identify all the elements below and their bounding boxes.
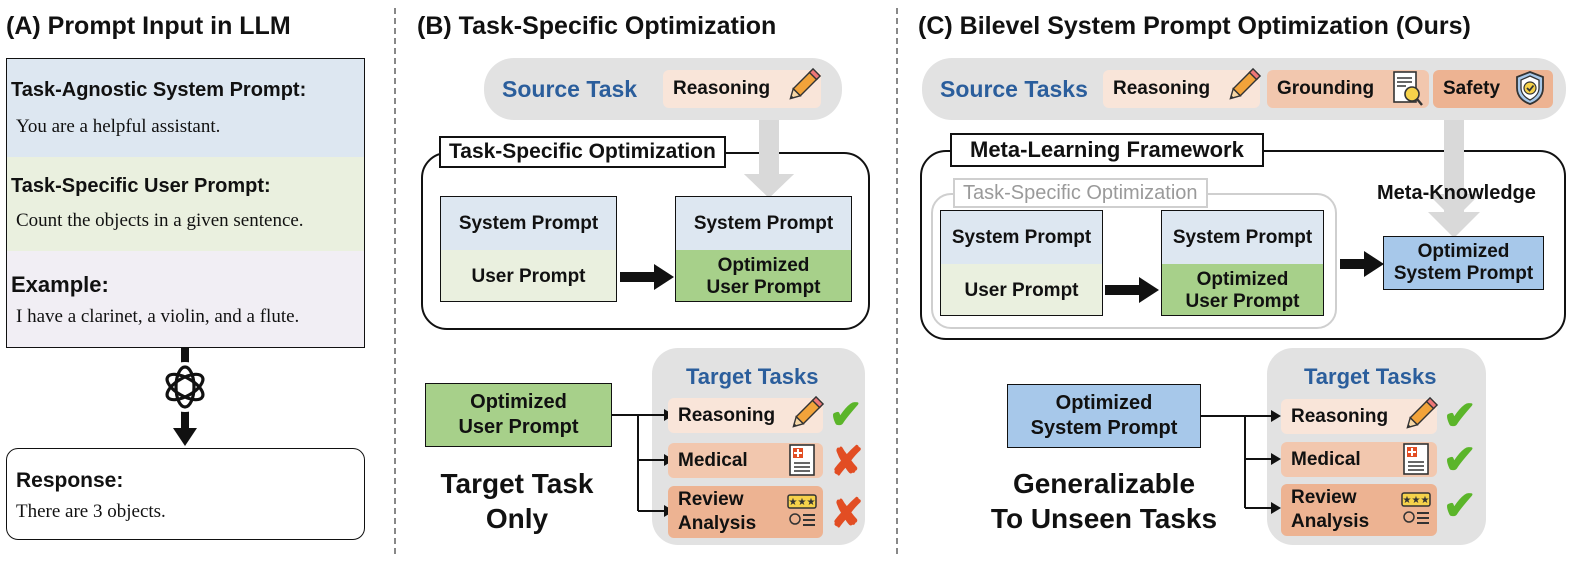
b-prompt-pair-right: System Prompt Optimized User Prompt xyxy=(675,196,852,302)
c-target-medical-label: Medical xyxy=(1291,448,1361,470)
example-section: Example: I have a clarinet, a violin, an… xyxy=(7,251,364,347)
user-prompt-text: Count the objects in a given sentence. xyxy=(16,210,304,231)
check-icon: ✔ xyxy=(1443,394,1477,438)
c-source-tag-safety-label: Safety xyxy=(1443,78,1501,99)
c-prompt-pair-right: System Prompt Optimized User Prompt xyxy=(1161,210,1324,316)
frame-arrow-overlay xyxy=(744,150,794,198)
c-optimized-user-prompt: Optimized User Prompt xyxy=(1162,264,1323,315)
b-target-reasoning-label: Reasoning xyxy=(678,404,776,426)
panel-a-title: (A) Prompt Input in LLM xyxy=(6,12,291,40)
system-prompt-text: You are a helpful assistant. xyxy=(16,116,221,137)
pencil-icon xyxy=(786,67,822,109)
user-prompt-section: Task-Specific User Prompt: Count the obj… xyxy=(7,157,364,251)
c-meta-arrow xyxy=(1340,251,1384,277)
medical-report-icon xyxy=(788,443,818,482)
c-branch-arrows xyxy=(1201,410,1281,514)
b-user-prompt: User Prompt xyxy=(441,250,616,301)
example-text: I have a clarinet, a violin, and a flute… xyxy=(16,306,300,327)
example-label: Example: xyxy=(11,272,109,297)
b-output-optimized-user-prompt: Optimized User Prompt xyxy=(425,383,612,447)
c-optimize-arrow xyxy=(1105,277,1159,303)
prompt-input-box: Task-Agnostic System Prompt: You are a h… xyxy=(6,58,365,348)
response-label: Response: xyxy=(16,469,124,492)
system-prompt-section: Task-Agnostic System Prompt: You are a h… xyxy=(7,59,364,157)
c-target-reasoning: Reasoning xyxy=(1281,399,1437,434)
c-target-review-label: Review Analysis xyxy=(1291,487,1370,532)
separator-ab xyxy=(394,8,396,554)
medical-report-icon xyxy=(1402,442,1432,481)
b-optimized-user-prompt: Optimized User Prompt xyxy=(676,250,851,301)
c-target-reasoning-label: Reasoning xyxy=(1291,405,1389,427)
b-optimize-arrow xyxy=(620,264,674,290)
panel-c-title: (C) Bilevel System Prompt Optimization (… xyxy=(918,12,1471,40)
inner-task-specific-label: Task-Specific Optimization xyxy=(953,178,1208,208)
separator-bc xyxy=(896,8,898,554)
c-source-tag-grounding-label: Grounding xyxy=(1277,78,1375,99)
pencil-icon xyxy=(1403,396,1439,438)
c-target-tasks-title: Target Tasks xyxy=(1304,364,1437,389)
c-optimized-system-prompt: Optimized System Prompt xyxy=(1383,236,1544,290)
frame-arrow-overlay-c xyxy=(1428,148,1480,220)
b-target-tasks-title: Target Tasks xyxy=(686,364,819,389)
b-target-review-label: Review Analysis xyxy=(678,489,757,534)
task-specific-optimization-label: Task-Specific Optimization xyxy=(439,136,726,168)
review-icon: ★★★ xyxy=(1400,491,1432,532)
c-bottom-caption: Generalizable To Unseen Tasks xyxy=(990,468,1218,534)
panel-b-title: (B) Task-Specific Optimization xyxy=(417,12,777,40)
svg-text:★★★: ★★★ xyxy=(1403,495,1430,506)
system-prompt-label: Task-Agnostic System Prompt: xyxy=(11,79,307,101)
c-source-tag-reasoning-label: Reasoning xyxy=(1113,78,1211,99)
b-branch-arrows xyxy=(612,409,674,517)
source-tag-label: Reasoning xyxy=(673,78,771,99)
source-tasks-label: Source Tasks xyxy=(940,76,1088,102)
response-text: There are 3 objects. xyxy=(16,501,166,522)
b-target-medical-label: Medical xyxy=(678,449,748,471)
source-task-label: Source Task xyxy=(502,76,638,102)
b-prompt-pair-left: System Prompt User Prompt xyxy=(440,196,617,302)
c-prompt-pair-left: System Prompt User Prompt xyxy=(940,210,1103,316)
b-system-prompt-2: System Prompt xyxy=(676,197,851,250)
check-icon: ✔ xyxy=(1443,484,1477,528)
meta-knowledge-label: Meta-Knowledge xyxy=(1377,182,1536,204)
meta-learning-label: Meta-Learning Framework xyxy=(950,133,1264,167)
c-system-prompt-2: System Prompt xyxy=(1162,211,1323,264)
cross-icon: ✘ xyxy=(830,440,864,484)
check-icon: ✔ xyxy=(829,393,863,437)
cross-icon: ✘ xyxy=(830,492,864,536)
document-search-icon xyxy=(1392,70,1424,113)
response-box: Response: There are 3 objects. xyxy=(6,448,365,540)
c-output-optimized-system-prompt: Optimized System Prompt xyxy=(1007,384,1201,448)
c-user-prompt: User Prompt xyxy=(941,264,1102,315)
c-source-tag-reasoning: Reasoning xyxy=(1103,70,1260,108)
b-system-prompt: System Prompt xyxy=(441,197,616,250)
check-icon: ✔ xyxy=(1443,438,1477,482)
pencil-icon xyxy=(789,395,825,437)
openai-logo-icon xyxy=(158,360,212,414)
user-prompt-label: Task-Specific User Prompt: xyxy=(11,175,271,197)
svg-text:★★★: ★★★ xyxy=(789,497,816,508)
c-system-prompt: System Prompt xyxy=(941,211,1102,264)
shield-check-icon xyxy=(1514,70,1546,111)
pencil-icon xyxy=(1226,67,1262,109)
b-bottom-caption: Target Task Only xyxy=(440,468,594,534)
review-icon: ★★★ xyxy=(786,493,818,534)
